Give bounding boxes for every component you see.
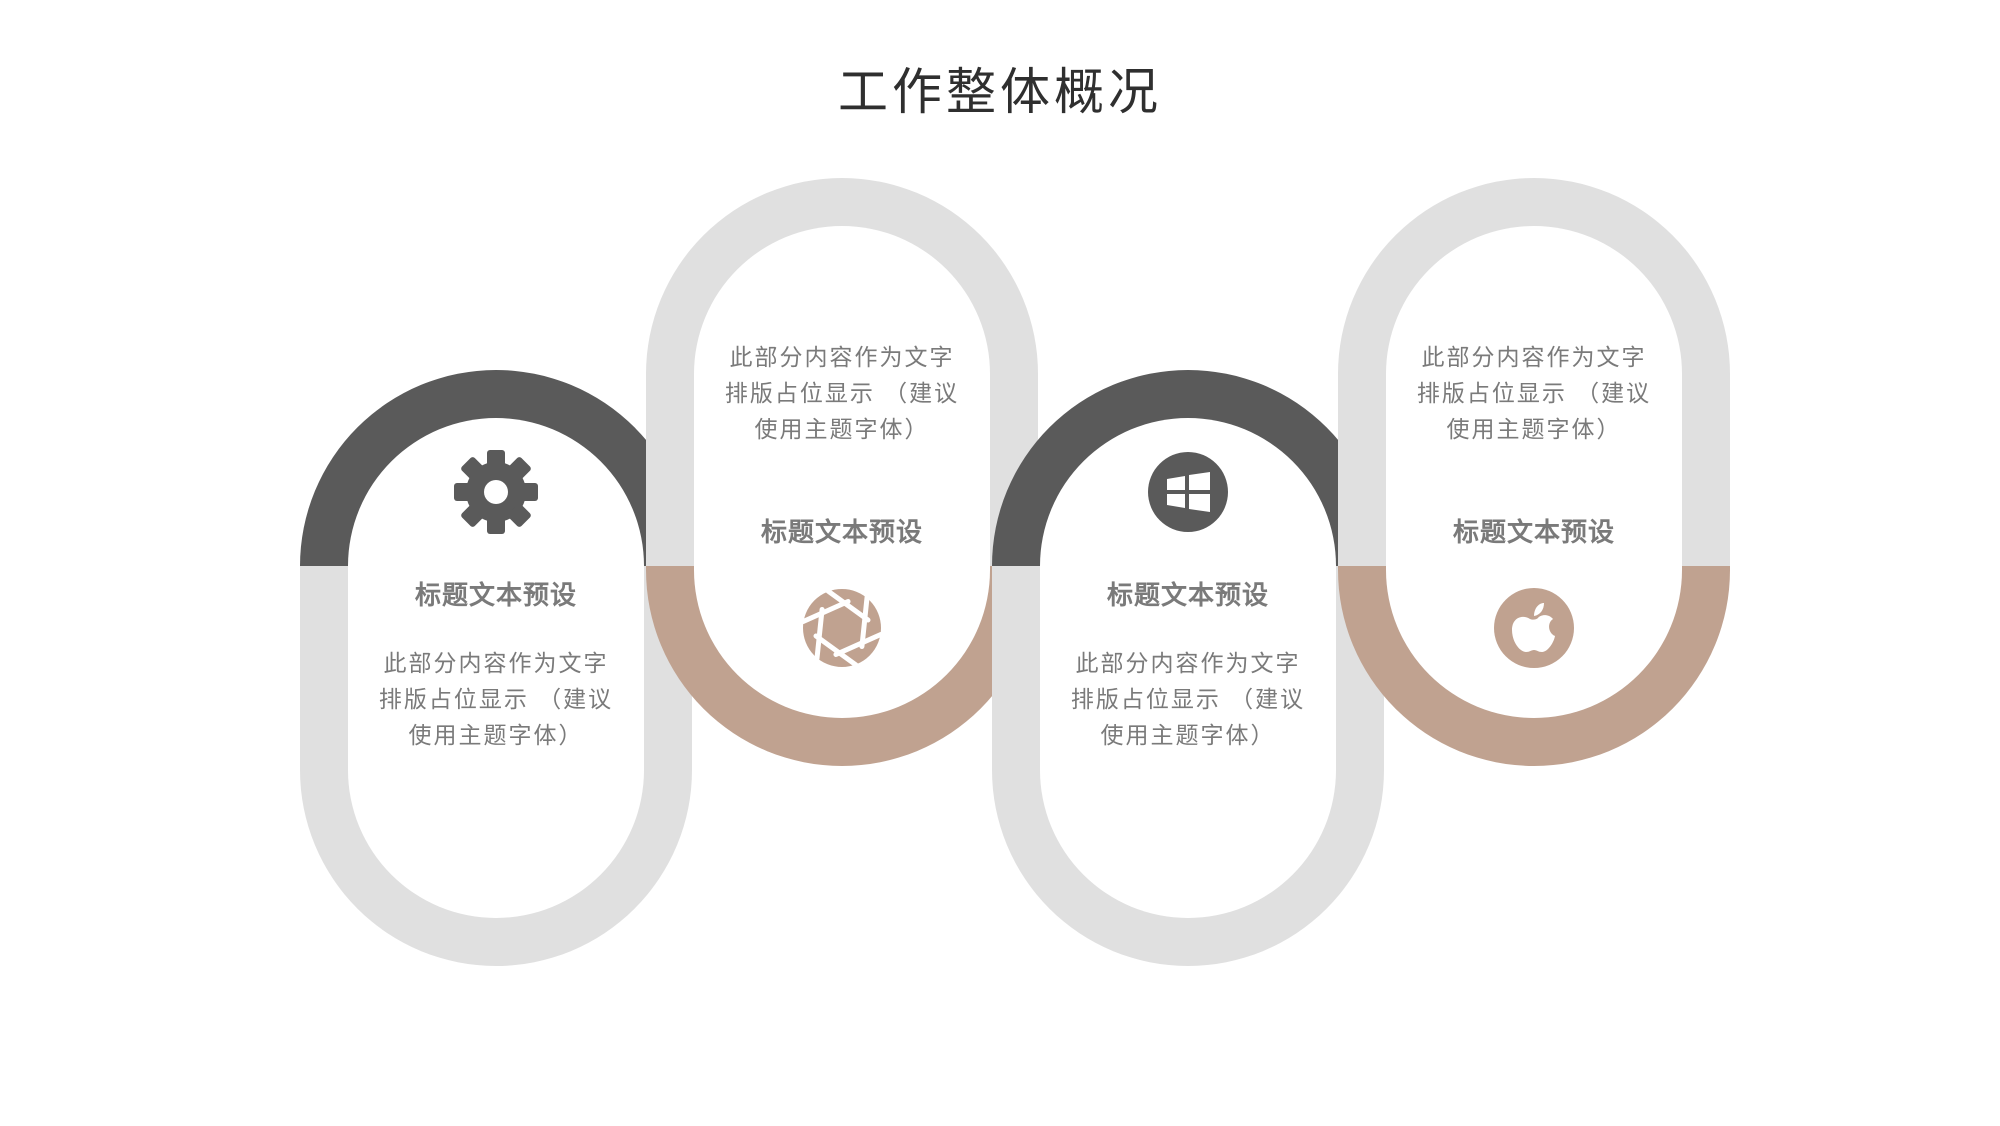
page-title: 工作整体概况 <box>838 63 1162 121</box>
step-3-body-line: 排版占位显示 （建议 <box>1070 687 1306 713</box>
windows-icon <box>1148 452 1228 532</box>
step-2-body-line: 排版占位显示 （建议 <box>724 381 960 407</box>
step-4-title: 标题文本预设 <box>1452 518 1615 548</box>
apple-icon <box>1494 588 1574 668</box>
step-2-body-line: 使用主题字体） <box>754 417 930 443</box>
step-4-body-line: 排版占位显示 （建议 <box>1416 381 1652 407</box>
step-2-body: 此部分内容作为文字 排版占位显示 （建议 使用主题字体） <box>692 340 992 448</box>
step-1-body-line: 使用主题字体） <box>408 723 584 749</box>
step-3-body-line: 此部分内容作为文字 <box>1075 651 1301 677</box>
aperture-icon <box>800 587 884 669</box>
step-4-body: 此部分内容作为文字 排版占位显示 （建议 使用主题字体） <box>1384 340 1684 448</box>
step-4-body-line: 使用主题字体） <box>1446 417 1622 443</box>
step-1-pill <box>300 370 692 966</box>
step-3-body-line: 使用主题字体） <box>1100 723 1276 749</box>
step-2-body-line: 此部分内容作为文字 <box>729 345 955 371</box>
step-1-body-line: 排版占位显示 （建议 <box>378 687 614 713</box>
step-1-title: 标题文本预设 <box>414 581 577 611</box>
step-2-pill <box>646 178 1038 766</box>
step-3-pill <box>992 370 1384 966</box>
step-1-body-line: 此部分内容作为文字 <box>383 651 609 677</box>
step-2-title: 标题文本预设 <box>760 518 923 548</box>
step-1-body: 此部分内容作为文字 排版占位显示 （建议 使用主题字体） <box>346 646 646 754</box>
step-4-body-line: 此部分内容作为文字 <box>1421 345 1647 371</box>
step-3-title: 标题文本预设 <box>1106 581 1269 611</box>
step-4-pill <box>1338 178 1730 766</box>
step-3-body: 此部分内容作为文字 排版占位显示 （建议 使用主题字体） <box>1038 646 1338 754</box>
gear-icon <box>454 450 538 534</box>
